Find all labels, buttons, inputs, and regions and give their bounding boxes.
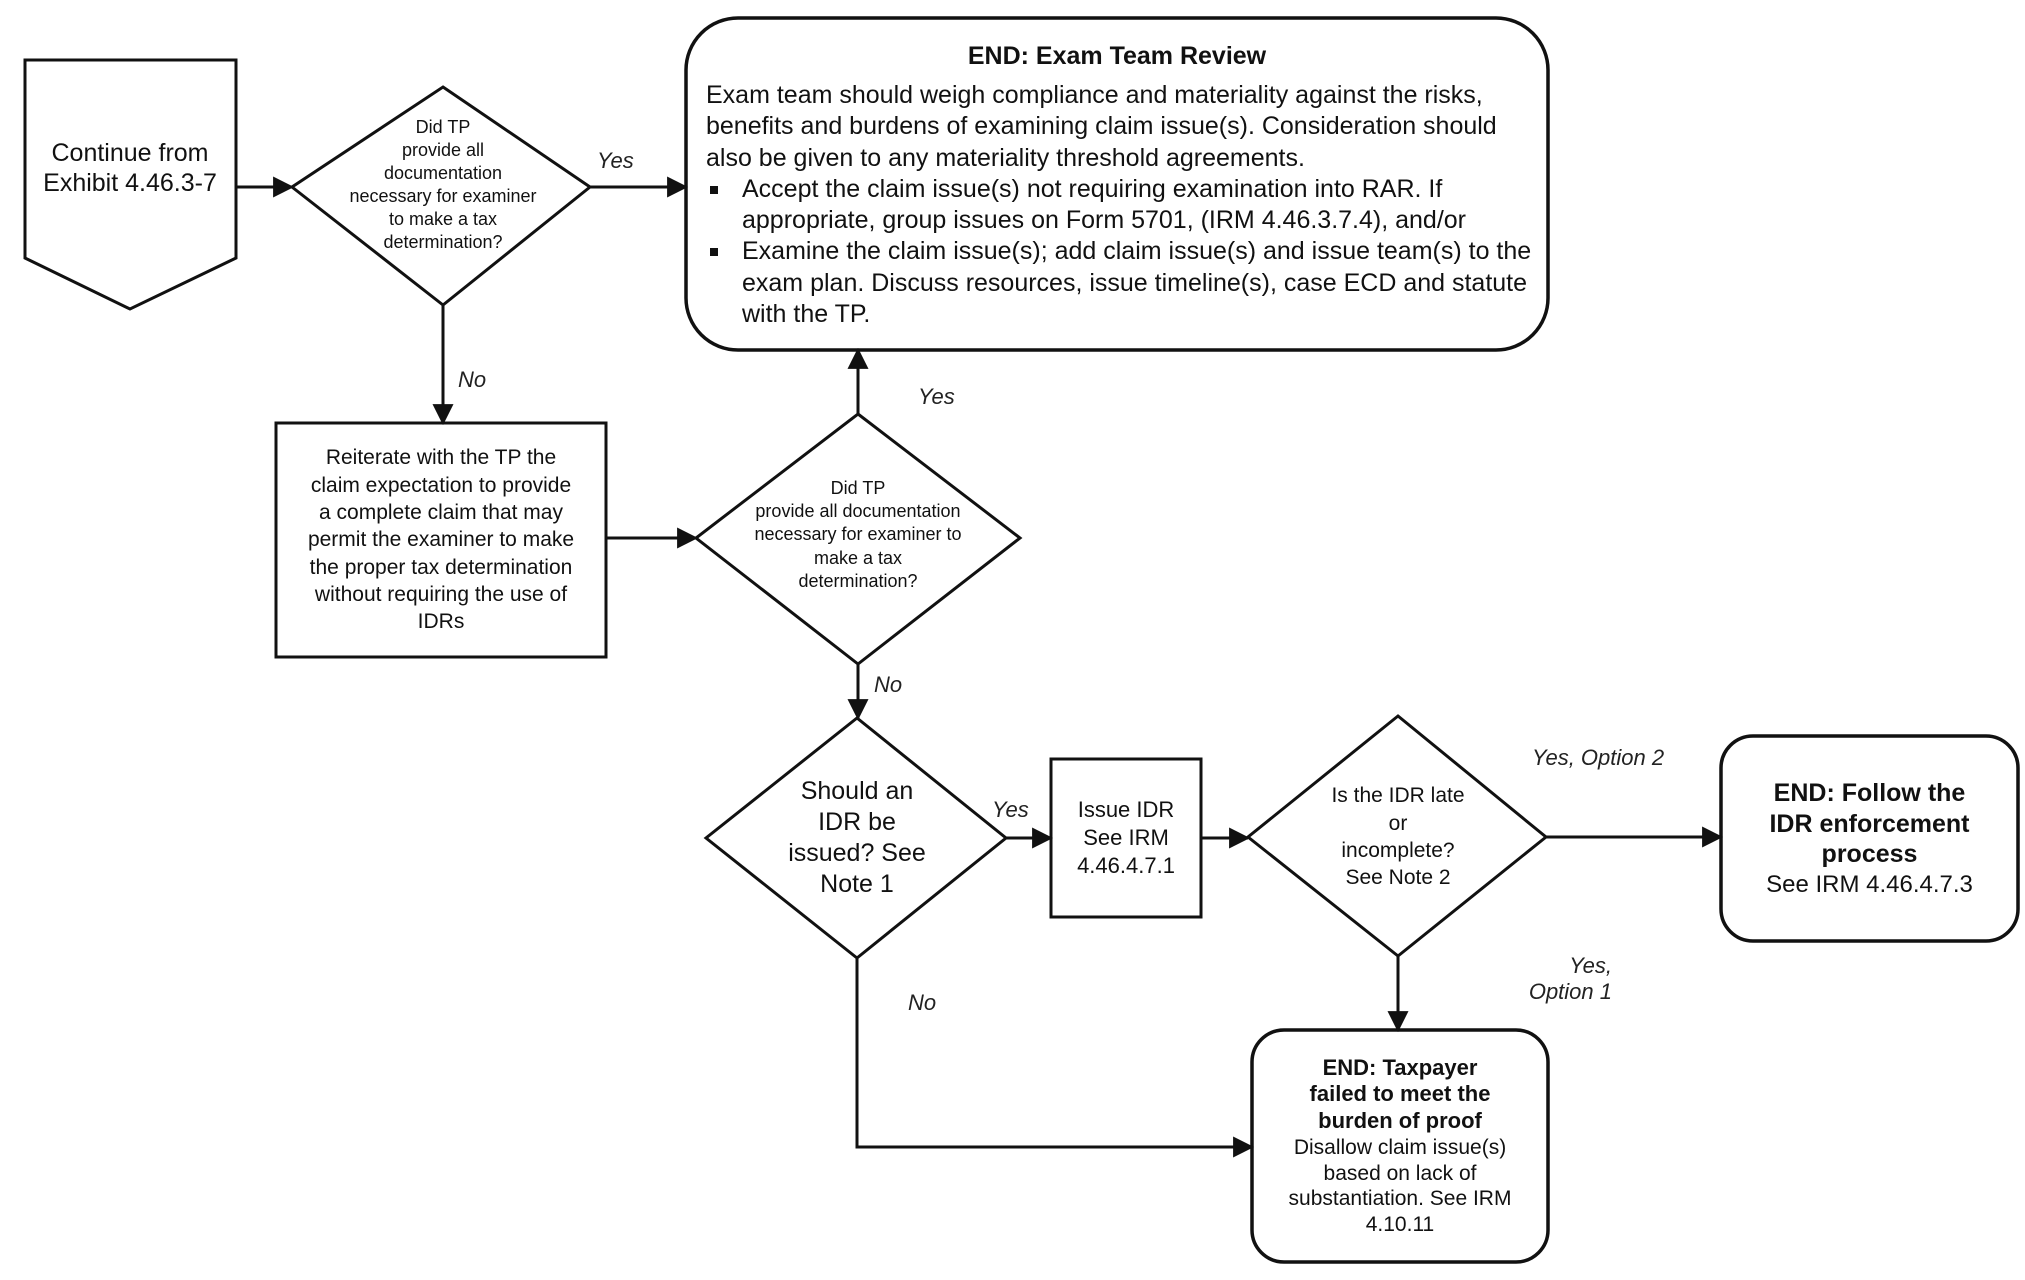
decision-3-text: Should an IDR be issued? See Note 1 [757,775,957,901]
end-taxpayer-body-line: based on lack of [1323,1161,1477,1185]
arrow-decision-3-no [855,958,1255,1158]
decision-1-line: to make a tax [388,209,498,230]
start-offpage-connector [23,58,238,311]
end-review-title: END: Exam Team Review [967,42,1267,70]
decision-2-line: necessary for examiner to [754,524,962,545]
reiterate-line: IDRs [417,610,465,634]
end-taxpayer-title-line: failed to meet the [1309,1081,1491,1107]
decision-4-line: See Note 2 [1345,866,1451,890]
decision-3-line: issued? See [788,839,926,867]
decision-1-no-label: No [458,367,487,392]
end-taxpayer-title-line: END: Taxpayer [1322,1054,1478,1080]
issue-idr-text: Issue IDR See IRM 4.46.4.7.1 [1055,763,1197,913]
start-line-2: Exhibit 4.46.3-7 [43,169,217,197]
end-taxpayer-body-line: 4.10.11 [1365,1212,1435,1236]
end-enforce-text: END: Follow the IDR enforcement process … [1725,742,2014,935]
decision-3-line: Note 1 [820,870,894,899]
decision-3-no-label: No [908,990,937,1015]
end-enforce-see-irm: See IRM 4.46.4.7.3 [1766,870,1973,898]
decision-2-line: determination? [798,571,918,592]
decision-1-line: necessary for examiner [349,186,537,206]
decision-4-line: incomplete? [1341,839,1455,862]
decision-4-line: or [1388,811,1408,835]
end-review-bullet: Examine the claim issue(s); add claim is… [706,236,1546,330]
decision-3-line: IDR be [818,807,896,836]
decision-2-line: Did TP [830,477,886,498]
option-1-line-2: Option 1 [1528,979,1612,1005]
decision-1-text: Did TP provide all documentation necessa… [318,105,568,265]
end-review-body: Exam team should weigh compliance and ma… [706,80,1546,330]
decision-2-line: provide all documentation [755,500,961,521]
end-taxpayer-text: END: Taxpayer failed to meet the burden … [1256,1036,1544,1256]
reiterate-line: without requiring the use of [314,582,568,606]
end-taxpayer-title-line: burden of proof [1318,1108,1482,1134]
issue-idr-box [1049,757,1203,919]
decision-4-option-1-label: Yes, Option 1 [1502,953,1612,1006]
end-review-paragraph: Exam team should weigh compliance and ma… [706,81,1497,172]
end-review-bullet: Accept the claim issue(s) not requiring … [706,174,1546,237]
reiterate-line: Reiterate with the TP the [325,446,557,470]
end-enforce-title-line: process [1821,840,1918,869]
decision-2-no-label: No [874,672,903,697]
decision-1-line: determination? [383,232,503,253]
end-taxpayer-body-line: Disallow claim issue(s) [1293,1136,1507,1160]
end-taxpayer-body-line: substantiation. See IRM [1288,1187,1512,1211]
decision-1-yes-label: Yes [597,148,634,173]
decision-4-line: Is the IDR late [1331,784,1465,808]
option-1-line-1: Yes, [1569,953,1612,978]
start-line-1: Continue from [51,138,209,167]
decision-2-text: Did TP provide all documentation necessa… [728,470,988,600]
end-enforce-title-line: END: Follow the [1773,779,1966,808]
issue-idr-line: 4.46.4.7.1 [1077,853,1175,879]
decision-4-option-2-label: Yes, Option 2 [1532,745,1665,770]
decision-1-line: documentation [383,162,503,183]
decision-1-line: provide all [401,139,485,160]
start-connector-text: Continue from Exhibit 4.46.3-7 [30,130,230,206]
reiterate-line: a complete claim that may [319,501,563,525]
decision-1-line: Did TP [415,116,471,137]
decision-2-yes-label: Yes [918,384,955,409]
issue-idr-line: Issue IDR [1077,796,1175,822]
reiterate-box [274,421,608,659]
reiterate-line: the proper tax determination [309,555,573,579]
end-enforce-title-line: IDR enforcement [1769,809,1970,838]
reiterate-line: permit the examiner to make [307,528,575,552]
decision-2-line: make a tax [813,547,903,568]
reiterate-text: Reiterate with the TP the claim expectat… [280,428,602,652]
end-review-bullet-list: Accept the claim issue(s) not requiring … [706,174,1546,330]
issue-idr-line: See IRM [1083,824,1169,850]
reiterate-line: claim expectation to provide [310,473,572,497]
decision-3-yes-label: Yes [992,797,1029,822]
decision-3-line: Should an [800,776,914,805]
decision-4-text: Is the IDR late or incomplete? See Note … [1298,775,1498,899]
